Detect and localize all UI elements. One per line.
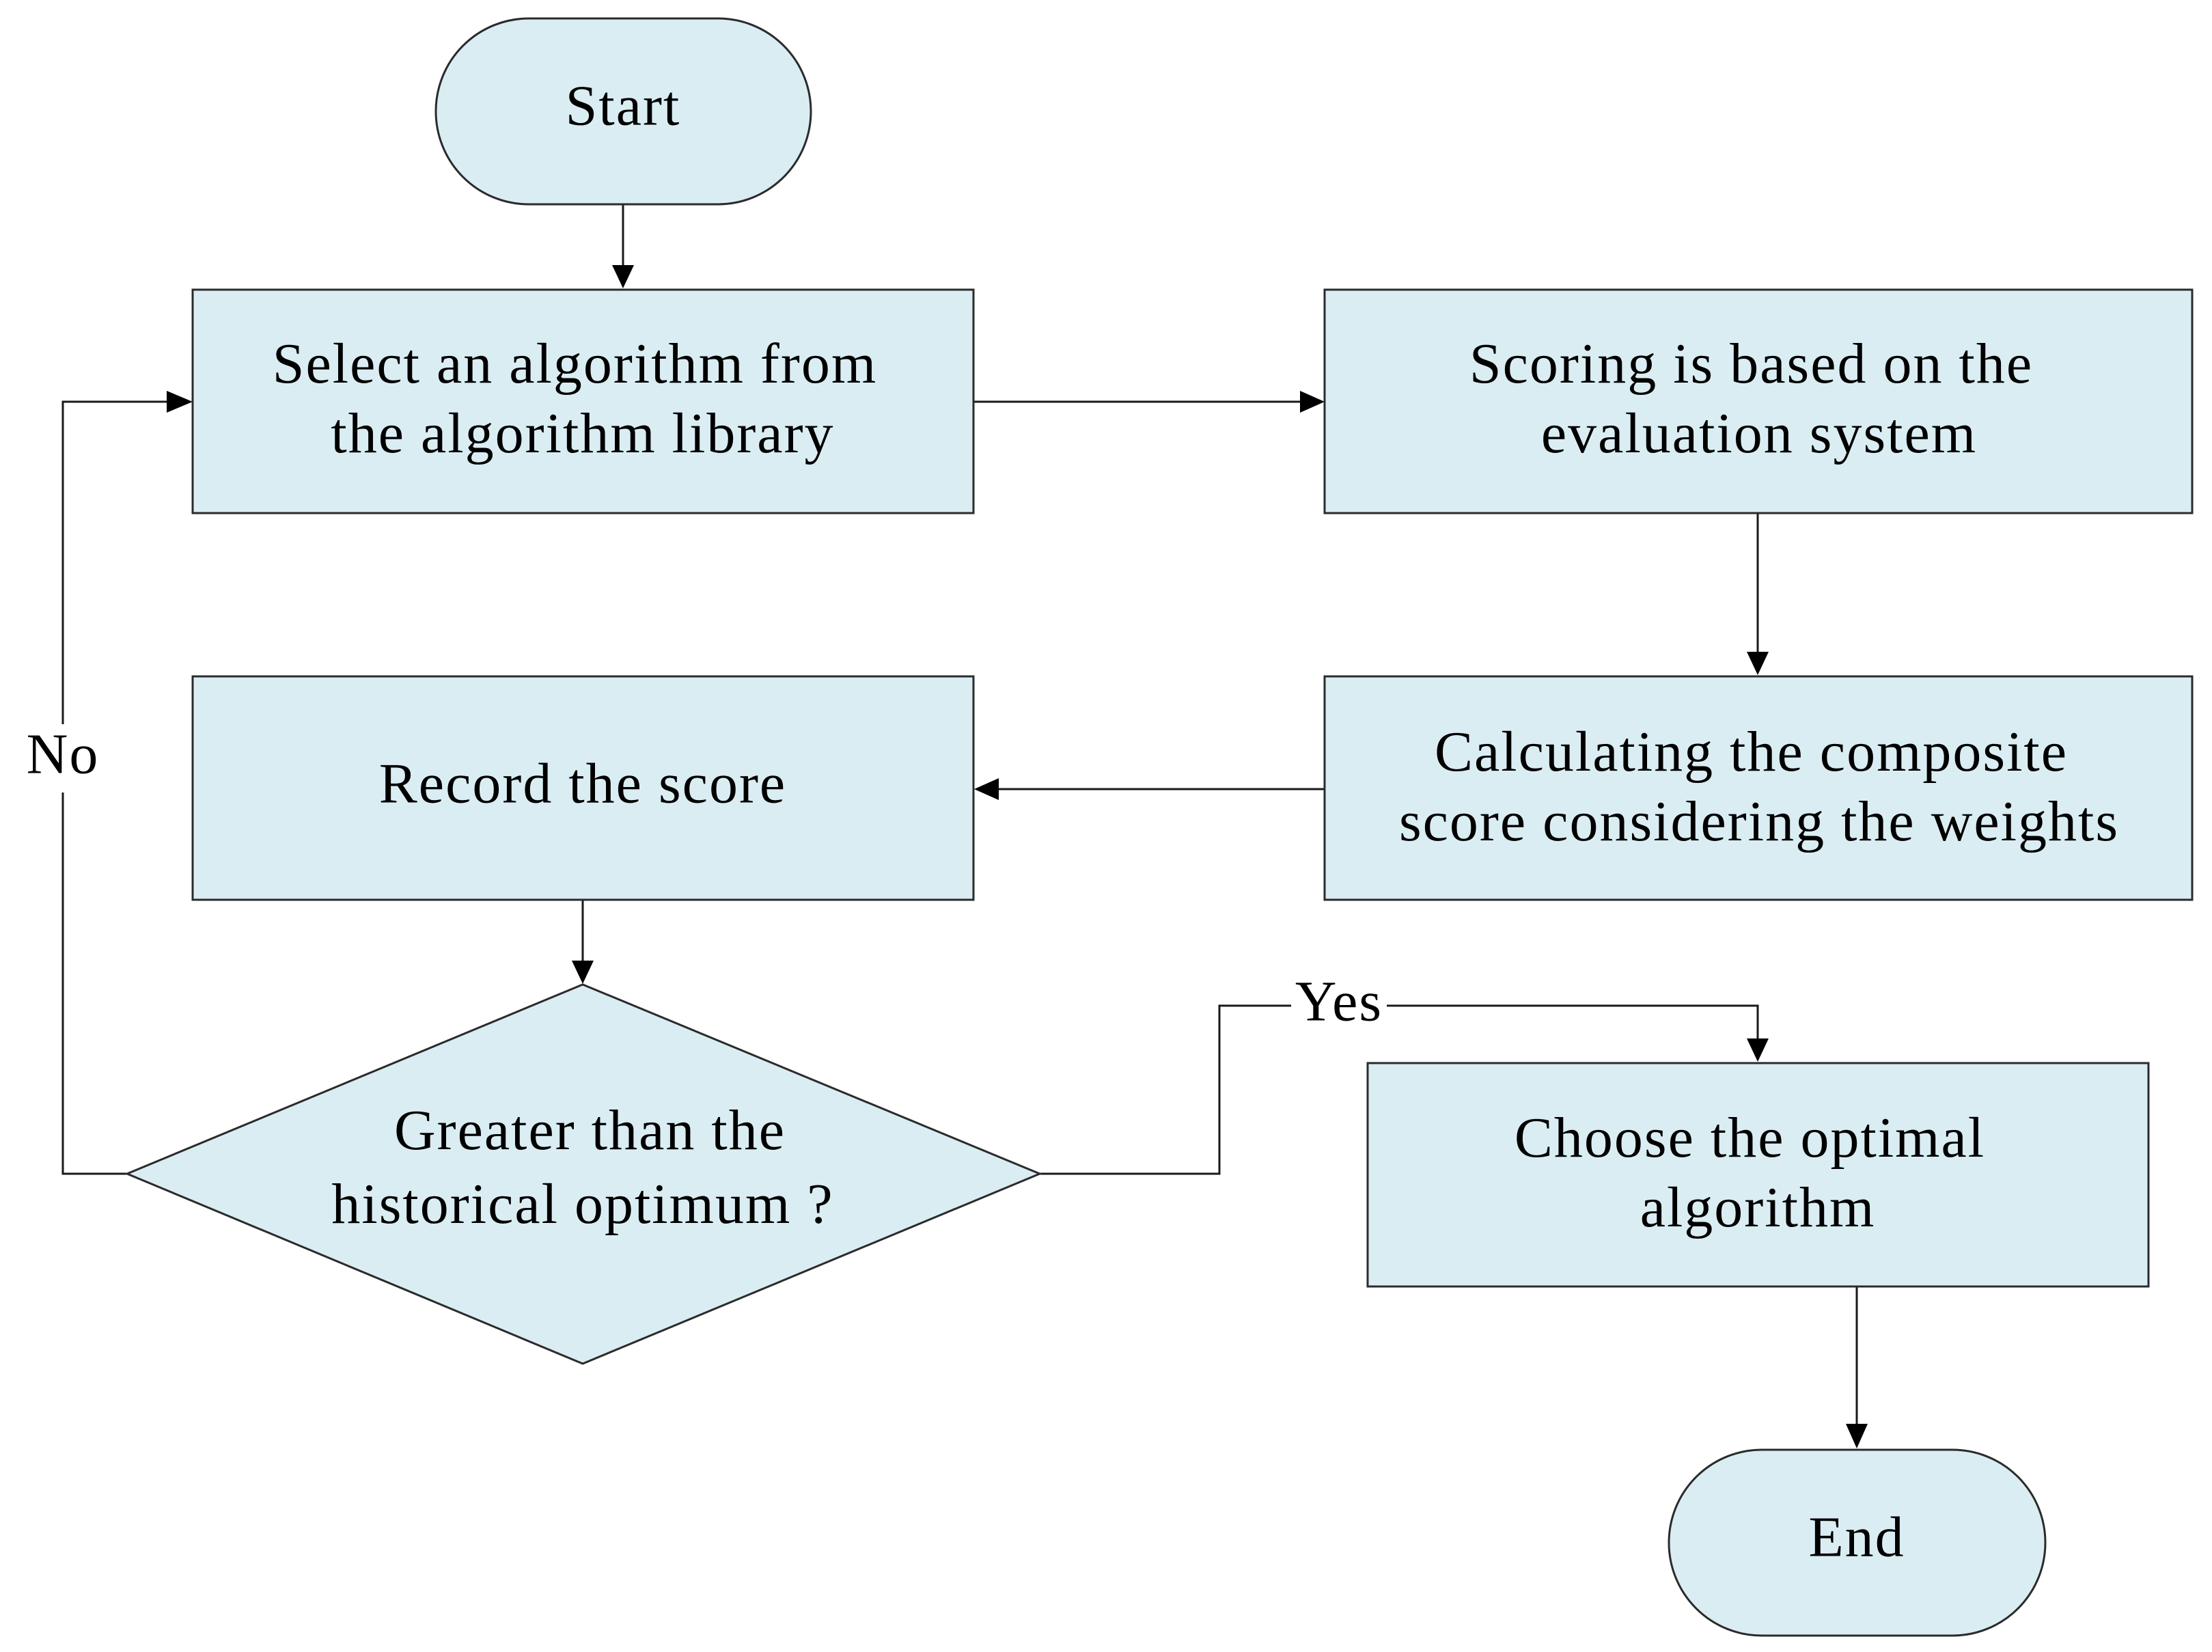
scoring-shape	[1323, 288, 2194, 514]
decision-shape	[124, 983, 1042, 1365]
edge-label-no: No	[27, 722, 100, 786]
decision-line-2: historical optimum ?	[331, 1172, 833, 1236]
select-algorithm-line-2: the algorithm library	[331, 402, 834, 465]
select-algorithm-line-1: Select an algorithm from	[273, 332, 877, 396]
record-score-label: Record the score	[379, 752, 786, 815]
arrowhead-select-top	[612, 265, 634, 288]
arrowhead-decision-top	[572, 961, 594, 984]
decision-node: Greater than the historical optimum ?	[124, 983, 1042, 1365]
edge-label-yes: Yes	[1295, 969, 1383, 1033]
choose-optimal-label: Choose the optimal algorithm	[1515, 1106, 2001, 1239]
arrowhead-record-right	[974, 778, 999, 800]
composite-score-node: Calculating the composite score consider…	[1323, 675, 2194, 901]
end-node-label: End	[1808, 1505, 1905, 1569]
select-algorithm-shape	[191, 288, 975, 514]
composite-score-line-1: Calculating the composite	[1435, 720, 2068, 784]
select-algorithm-node: Select an algorithm from the algorithm l…	[191, 288, 975, 514]
start-node: Start	[434, 17, 812, 206]
arrowhead-composite-top	[1747, 652, 1769, 675]
scoring-label: Scoring is based on the evaluation syste…	[1469, 332, 2049, 465]
edge-decision-to-select-no-top	[61, 400, 168, 724]
record-score-node: Record the score	[191, 675, 975, 901]
arrowhead-scoring-left	[1300, 391, 1325, 413]
choose-optimal-line-1: Choose the optimal	[1515, 1106, 1985, 1170]
choose-optimal-node: Choose the optimal algorithm	[1366, 1062, 2150, 1288]
composite-score-label: Calculating the composite score consider…	[1399, 720, 2119, 853]
composite-score-shape	[1323, 675, 2194, 901]
choose-optimal-shape	[1366, 1062, 2150, 1288]
edge-decision-to-choose-yes-2	[1387, 1004, 1759, 1040]
end-node: End	[1668, 1448, 2047, 1637]
record-score-shape	[191, 675, 975, 901]
decision-label: Greater than the historical optimum ?	[331, 1099, 833, 1236]
scoring-line-1: Scoring is based on the	[1469, 332, 2033, 396]
decision-line-1: Greater than the	[394, 1099, 786, 1162]
edge-decision-to-select-no-bottom	[61, 793, 127, 1175]
arrowhead-choose-top	[1747, 1038, 1769, 1062]
scoring-node: Scoring is based on the evaluation syste…	[1323, 288, 2194, 514]
arrowhead-select-left	[167, 391, 193, 413]
start-node-shape	[434, 17, 812, 206]
composite-score-line-2: score considering the weights	[1399, 790, 2119, 853]
scoring-line-2: evaluation system	[1541, 402, 1977, 465]
end-node-shape	[1668, 1448, 2047, 1637]
arrowhead-end-top	[1846, 1424, 1868, 1448]
select-algorithm-label: Select an algorithm from the algorithm l…	[273, 332, 893, 465]
edge-decision-to-choose-yes	[1040, 1004, 1291, 1175]
choose-optimal-line-2: algorithm	[1640, 1176, 1876, 1239]
edges	[61, 205, 1868, 1448]
start-node-label: Start	[566, 74, 681, 137]
